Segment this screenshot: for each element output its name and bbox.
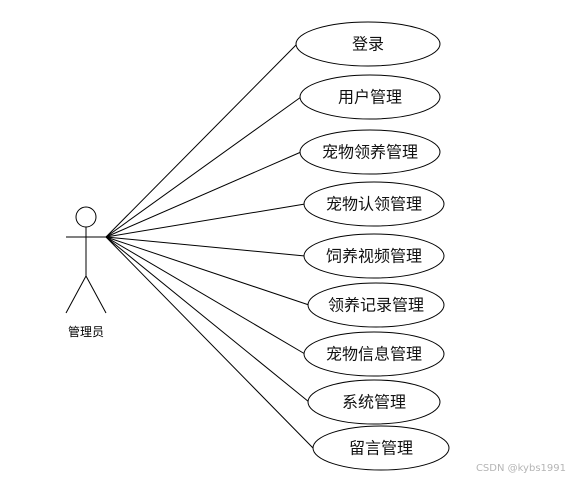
use-case-ellipse	[307, 379, 441, 425]
use-case-label: 领养记录管理	[328, 296, 424, 315]
association-line-system-management	[105, 236, 310, 403]
use-case-message-management: 留言管理	[312, 425, 450, 471]
association-line-adoption-record-management	[105, 236, 310, 306]
use-case-adoption-record-management: 领养记录管理	[307, 282, 445, 328]
actor-right-leg	[85, 275, 107, 314]
association-line-feeding-video-management	[105, 236, 306, 257]
association-line-pet-info-management	[105, 236, 306, 355]
association-line-user-management	[105, 96, 302, 238]
use-case-label: 用户管理	[338, 88, 402, 107]
actor-head	[75, 206, 97, 228]
association-line-pet-claim-management	[105, 203, 306, 238]
use-case-label: 登录	[352, 35, 384, 54]
use-case-ellipse	[312, 425, 450, 471]
actor-name: 管理员	[68, 324, 104, 339]
use-case-ellipse	[299, 129, 441, 175]
watermark: CSDN @kybs1991	[476, 463, 566, 474]
association-line-pet-adoption-management	[105, 151, 302, 238]
use-case-label: 宠物认领管理	[326, 195, 422, 214]
use-case-label: 留言管理	[349, 439, 413, 458]
actor-left-leg	[65, 275, 87, 314]
use-case-label: 宠物领养管理	[322, 143, 418, 162]
use-case-feeding-video-management: 饲养视频管理	[303, 233, 445, 279]
association-lines	[105, 43, 314, 449]
use-case-system-management: 系统管理	[307, 379, 441, 425]
use-case-pet-claim-management: 宠物认领管理	[303, 181, 445, 227]
use-case-label: 系统管理	[342, 393, 406, 412]
use-case-ellipse	[303, 233, 445, 279]
association-line-message-management	[105, 236, 314, 449]
use-case-ellipse	[303, 181, 445, 227]
use-case-login: 登录	[295, 21, 441, 67]
actor-figure	[65, 206, 107, 314]
use-case-user-management: 用户管理	[299, 74, 441, 120]
use-case-ellipse	[299, 74, 441, 120]
use-case-ellipse	[307, 282, 445, 328]
use-case-pet-adoption-management: 宠物领养管理	[299, 129, 441, 175]
use-case-pet-info-management: 宠物信息管理	[303, 331, 445, 377]
use-case-label: 饲养视频管理	[326, 247, 422, 266]
use-case-ellipse	[295, 21, 441, 67]
use-case-ellipse	[303, 331, 445, 377]
use-case-label: 宠物信息管理	[326, 345, 422, 364]
association-line-login	[105, 43, 298, 238]
